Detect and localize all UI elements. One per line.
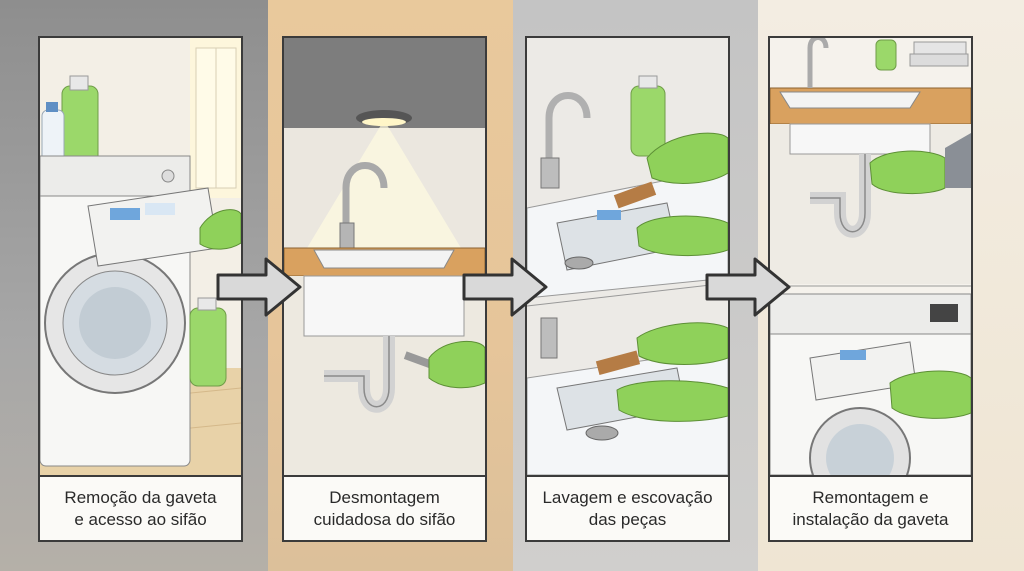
reassembly-illustration [770,38,971,475]
step-caption-1: Remoção da gaveta e acesso ao sifão [40,475,241,540]
step-panel-2: Desmontagem cuidadosa do sifão [282,36,487,542]
arrow-right-icon [462,257,548,317]
step-panel-1: Remoção da gaveta e acesso ao sifão [38,36,243,542]
step-3-caption-line2: das peças [588,509,667,529]
step-2-caption-line1: Desmontagem [329,487,440,507]
step-panel-4: Remontagem e instalação da gaveta [768,36,973,542]
arrow-right-icon [216,257,302,317]
washing-machine-illustration [40,38,241,475]
step-1-caption-line2: e acesso ao sifão [74,509,207,529]
step-3-caption-line1: Lavagem e escovação [542,487,713,507]
step-1-caption-line1: Remoção da gaveta [64,487,217,507]
step-2-caption-line2: cuidadosa do sifão [313,509,456,529]
arrow-right-icon [705,257,791,317]
step-4-caption-line1: Remontagem e [812,487,929,507]
step-caption-3: Lavagem e escovação das peças [527,475,728,540]
step-caption-4: Remontagem e instalação da gaveta [770,475,971,540]
step-caption-2: Desmontagem cuidadosa do sifão [284,475,485,540]
sink-siphon-illustration [284,38,485,475]
step-panel-3: Lavagem e escovação das peças [525,36,730,542]
washing-parts-illustration [527,38,728,475]
step-4-caption-line2: instalação da gaveta [792,509,949,529]
